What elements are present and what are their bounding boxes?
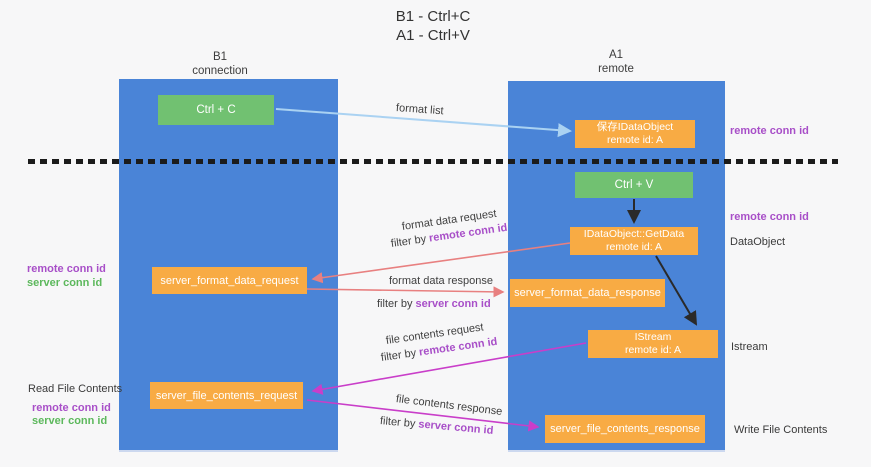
- node-server-file-contents-request: server_file_contents_request: [150, 382, 303, 409]
- title-line-2: A1 - Ctrl+V: [396, 27, 470, 44]
- lane-header-a1: A1 remote: [546, 48, 686, 76]
- save-idataobject-line1: 保存IDataObject: [596, 121, 674, 133]
- edge-label-filter-server-conn-2: filter by server conn id: [379, 415, 493, 437]
- server-file-contents-request-label: server_file_contents_request: [155, 389, 298, 402]
- node-server-format-data-response: server_format_data_response: [510, 279, 665, 307]
- istream-line1: IStream: [634, 331, 672, 343]
- edge-label-format-list: format list: [395, 102, 444, 118]
- server-file-contents-response-label: server_file_contents_response: [550, 423, 700, 435]
- filter-by-text: filter by: [377, 298, 416, 310]
- node-save-idataobject: 保存IDataObject remote id: A: [575, 120, 695, 148]
- edge-label-format-data-response: format data response: [389, 275, 493, 287]
- node-server-format-data-request: server_format_data_request: [152, 267, 307, 294]
- getdata-line2: remote id: A: [605, 241, 663, 253]
- right-label-dataobject: DataObject: [730, 236, 786, 248]
- server-conn-id-text: server conn id: [417, 418, 494, 437]
- left-label-remote-conn-id-mid: remote conn id: [27, 263, 106, 275]
- server-format-data-response-label: server_format_data_response: [514, 287, 661, 299]
- left-label-server-conn-id-mid: server conn id: [27, 277, 103, 289]
- node-ctrl-v: Ctrl + V: [575, 172, 693, 198]
- lane-b1-subtitle: connection: [192, 65, 248, 77]
- phase-divider-dashed-line: [28, 159, 838, 164]
- lane-a1-subtitle: remote: [598, 63, 634, 75]
- right-label-istream: Istream: [731, 341, 768, 353]
- left-label-read-file-contents: Read File Contents: [28, 383, 123, 395]
- istream-line2: remote id: A: [624, 344, 682, 356]
- save-idataobject-line2: remote id: A: [606, 134, 664, 146]
- node-idataobject-getdata: IDataObject::GetData remote id: A: [570, 227, 698, 255]
- node-istream: IStream remote id: A: [588, 330, 718, 358]
- edge-label-filter-server-conn-1: filter by server conn id: [377, 298, 491, 310]
- edge-label-file-contents-response: file contents response: [395, 393, 503, 418]
- filter-by-text: filter by: [390, 232, 430, 250]
- filter-by-text: filter by: [379, 415, 419, 431]
- title-line-1: B1 - Ctrl+C: [395, 8, 471, 25]
- right-label-remote-conn-id-mid: remote conn id: [730, 211, 809, 223]
- filter-by-text: filter by: [380, 346, 420, 364]
- right-label-write-file-contents: Write File Contents: [734, 424, 828, 436]
- node-server-file-contents-response: server_file_contents_response: [545, 415, 705, 443]
- getdata-line1: IDataObject::GetData: [583, 228, 685, 240]
- right-label-remote-conn-id-top: remote conn id: [730, 125, 809, 137]
- left-label-server-conn-id-bottom: server conn id: [32, 415, 108, 427]
- diagram-title: B1 - Ctrl+C A1 - Ctrl+V: [333, 7, 533, 45]
- lane-header-b1: B1 connection: [150, 50, 290, 78]
- ctrl-v-label: Ctrl + V: [614, 179, 654, 191]
- lane-a1-title: A1: [608, 49, 624, 61]
- left-label-remote-conn-id-bottom: remote conn id: [32, 402, 111, 414]
- server-conn-id-text: server conn id: [415, 298, 491, 310]
- server-format-data-request-label: server_format_data_request: [160, 274, 299, 287]
- lane-b1-title: B1: [212, 51, 228, 63]
- ctrl-c-label: Ctrl + C: [196, 104, 236, 116]
- node-ctrl-c: Ctrl + C: [158, 95, 274, 125]
